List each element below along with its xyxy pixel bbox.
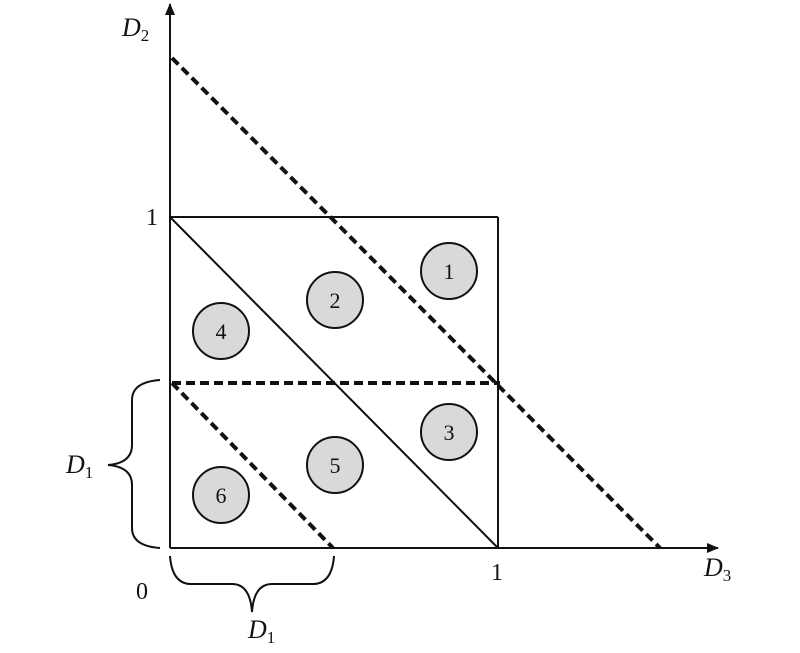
region-2: 2 [306, 271, 364, 329]
inner-dashed-line [170, 381, 335, 550]
left-brace [107, 379, 161, 549]
region-label: 5 [330, 453, 341, 478]
origin-label: 0 [136, 579, 148, 605]
region-circle [420, 242, 478, 300]
horizontal-axis-label-name: D [703, 553, 723, 582]
left-brace-label: D1 [65, 450, 93, 482]
region-circle [306, 436, 364, 494]
region-circle [420, 403, 478, 461]
horizontal-tick-one: 1 [491, 560, 503, 586]
region-circle [306, 271, 364, 329]
region-label: 4 [216, 319, 227, 344]
horizontal-axis-label-subscript: 3 [723, 566, 732, 585]
bottom-brace-label: D1 [247, 615, 275, 647]
vertical-axis-label-name: D [121, 13, 141, 42]
region-circle [192, 302, 250, 360]
region-circle [192, 466, 250, 524]
region-4: 4 [192, 302, 250, 360]
horizontal-axis-label: D3 [703, 553, 731, 585]
region-5: 5 [306, 436, 364, 494]
vertical-tick-one: 1 [146, 205, 158, 231]
left-brace-label-subscript: 1 [85, 463, 94, 482]
outer-dashed-line [170, 56, 662, 550]
vertical-axis-label-subscript: 2 [141, 26, 150, 45]
region-6: 6 [192, 466, 250, 524]
region-1: 1 [420, 242, 478, 300]
bottom-brace-label-name: D [247, 615, 267, 644]
region-label: 6 [216, 483, 227, 508]
region-3: 3 [420, 403, 478, 461]
region-label: 3 [444, 420, 455, 445]
vertical-axis-label: D2 [121, 13, 149, 45]
bottom-brace-label-subscript: 1 [267, 628, 276, 647]
region-label: 1 [444, 259, 455, 284]
region-label: 2 [330, 288, 341, 313]
left-brace-label-name: D [65, 450, 85, 479]
bottom-brace [169, 555, 335, 613]
